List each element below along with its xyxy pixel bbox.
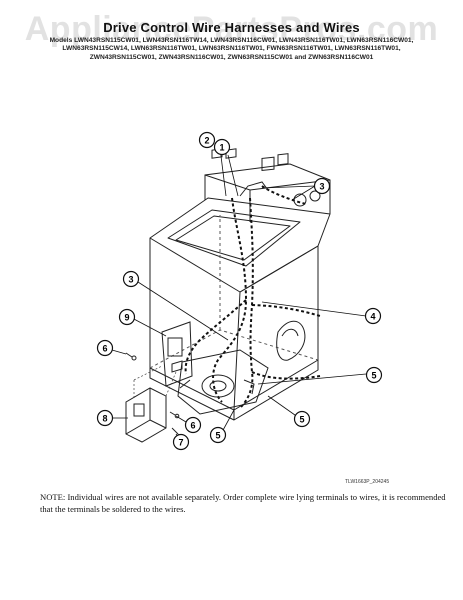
callout-3: 3 — [122, 270, 140, 288]
callout-6: 6 — [96, 339, 114, 357]
callout-2: 2 — [198, 131, 216, 149]
callout-label: 8 — [102, 414, 107, 424]
callout-label: 6 — [102, 344, 107, 354]
pump-hose — [276, 320, 306, 361]
callout-6: 6 — [184, 416, 202, 434]
control-board-bracket — [161, 321, 193, 387]
callout-circle — [118, 308, 136, 326]
callout-5: 5 — [293, 410, 311, 428]
callout-4: 4 — [364, 307, 382, 325]
callout-9: 9 — [118, 308, 136, 326]
assembly-lines — [133, 365, 177, 400]
callout-circle — [96, 339, 114, 357]
model-line: ZWN43RSN115CW01, ZWN43RSN116CW01, ZWN63R… — [89, 53, 374, 61]
screw — [169, 411, 181, 438]
screw — [125, 352, 137, 361]
callout-label: 3 — [128, 275, 133, 285]
control-console — [204, 148, 331, 222]
washer-cabinet — [149, 197, 331, 421]
callout-circle — [213, 138, 231, 156]
model-list: Models LWN43RSN115CW01, LWN43RSN116TW14,… — [10, 37, 453, 62]
callout-8: 8 — [96, 409, 114, 427]
callout-circle — [172, 433, 190, 451]
callout-label: 5 — [215, 431, 220, 441]
callout-label: 1 — [219, 143, 224, 153]
callout-label: 2 — [204, 136, 209, 146]
motor-control-board — [125, 387, 167, 443]
callout-circle — [209, 426, 227, 444]
callout-circle — [96, 409, 114, 427]
watermark: AppliancePartsPros.com — [24, 10, 439, 48]
wire-harness — [184, 185, 321, 409]
callout-5: 5 — [365, 366, 383, 384]
callout-label: 6 — [190, 421, 195, 431]
callout-label: 5 — [371, 371, 376, 381]
drive-motor-assembly — [177, 349, 269, 415]
callout-label: 4 — [370, 312, 375, 322]
model-line: LWN63RSN115CW14, LWN63RSN116TW01, LWN63R… — [62, 45, 401, 53]
callout-circle — [122, 270, 140, 288]
callout-circle — [293, 410, 311, 428]
callout-circle — [198, 131, 216, 149]
callout-label: 9 — [124, 313, 129, 323]
callout-3: 3 — [313, 177, 331, 195]
callout-5: 5 — [209, 426, 227, 444]
diagram-code: TLW1663P_204245 — [345, 479, 390, 485]
callout-label: 7 — [178, 438, 183, 448]
callout-label: 5 — [299, 415, 304, 425]
callout-1: 1 — [213, 138, 231, 156]
callout-label: 3 — [319, 182, 324, 192]
callout-circle — [365, 366, 383, 384]
callout-circle — [364, 307, 382, 325]
callout-7: 7 — [172, 433, 190, 451]
note-text: NOTE: Individual wires are not available… — [40, 492, 446, 514]
page-title: Drive Control Wire Harnesses and Wires — [103, 20, 360, 35]
callout-circle — [313, 177, 331, 195]
model-line: Models LWN43RSN115CW01, LWN43RSN116TW14,… — [49, 37, 414, 44]
callout-circle — [184, 416, 202, 434]
